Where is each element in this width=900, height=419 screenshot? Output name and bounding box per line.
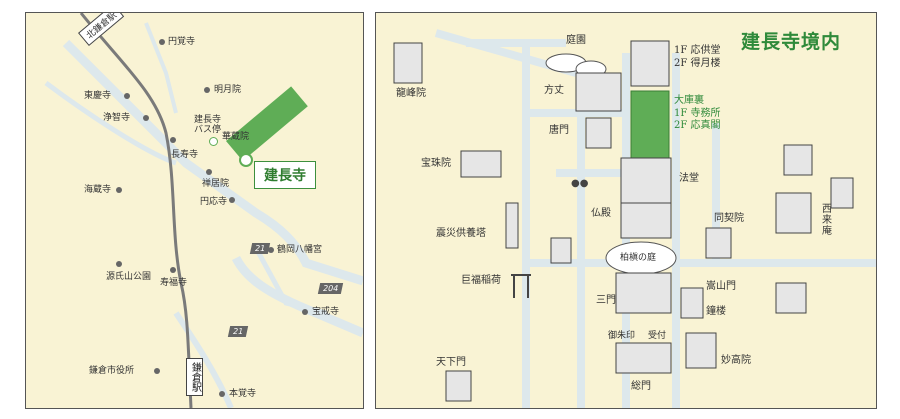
place-dot: [229, 197, 235, 203]
temple-layout-layer: [393, 29, 876, 408]
place-dot: [268, 247, 274, 253]
place-dot: [154, 368, 160, 374]
place-genjiyama: 源氏山公園: [106, 272, 152, 282]
place-dot: [143, 115, 149, 121]
route-204-badge: 204: [317, 283, 344, 294]
label-somon: 総門: [631, 381, 651, 392]
place-tsurugaoka: 鶴岡八幡宮: [277, 245, 323, 255]
label-shoro: 鐘楼: [706, 306, 726, 317]
label-sanmon: 三門: [596, 295, 616, 306]
label-seiraian: 西来庵: [819, 203, 831, 236]
bus-stop-label: 建長寺 バス停: [194, 115, 222, 135]
place-dot: [206, 169, 212, 175]
label-memorial-tower: 震災供養塔: [436, 228, 486, 239]
label-butsuden: 仏殿: [591, 208, 611, 219]
label-daikuri: 大庫裏 1F 寺務所 2F 応真閣: [674, 95, 721, 131]
place-ennoji: 円応寺: [200, 197, 228, 207]
kenchoji-marker-icon: [239, 153, 253, 167]
temple-map-title: 建長寺境内: [741, 31, 842, 53]
place-dot: [219, 391, 225, 397]
place-kezoin: 華蔵院: [222, 132, 250, 142]
place-tokeiji: 東慶寺: [84, 91, 112, 101]
place-dot: [159, 39, 165, 45]
label-garden: 庭園: [566, 35, 586, 46]
place-meigetsuin: 明月院: [214, 85, 242, 95]
label-kobukuro-inari: 巨福稲荷: [461, 275, 501, 286]
bus-stop-icon: [209, 137, 218, 146]
place-jufukuji: 寿福寺: [160, 278, 188, 288]
label-myokoin: 妙高院: [721, 355, 751, 366]
temple-map-panel: 建長寺境内 庭園 龍峰院 方丈 唐門 宝珠院 法堂 仏殿 同契院 西来庵 震災供…: [375, 12, 877, 409]
place-jochiji: 浄智寺: [103, 113, 131, 123]
place-dot: [302, 309, 308, 315]
route-21-badge-lower: 21: [227, 326, 249, 337]
label-goshuin: 御朱印: [608, 331, 636, 341]
label-okyodo: 1F 応供堂 2F 得月楼: [674, 45, 721, 69]
label-karamon: 唐門: [549, 125, 569, 136]
place-dot: [170, 267, 176, 273]
label-byakushin-garden: 柏槇の庭: [620, 253, 657, 263]
place-dot: [170, 137, 176, 143]
label-hojuin: 宝珠院: [421, 158, 451, 169]
label-hatto: 法堂: [679, 173, 699, 184]
place-engakuji: 円覚寺: [168, 37, 196, 47]
place-dot: [116, 261, 122, 267]
kamakura-station-label: 鎌倉駅: [189, 362, 201, 392]
label-ryuhoin: 龍峰院: [396, 88, 426, 99]
place-zenkyoin: 禅居院: [202, 179, 230, 189]
restroom-icon: ●●: [571, 178, 589, 189]
place-dot: [124, 93, 130, 99]
label-dokeiin: 同契院: [714, 213, 744, 224]
place-kaizoji: 海蔵寺: [84, 185, 112, 195]
label-hojo: 方丈: [544, 85, 564, 96]
kamakura-station: 鎌倉駅: [186, 358, 203, 396]
label-reception: 受付: [648, 331, 667, 341]
label-tenkamon: 天下門: [436, 357, 466, 368]
area-roads-layer: [44, 13, 363, 408]
place-dot: [116, 187, 122, 193]
place-city-hall: 鎌倉市役所: [89, 366, 135, 376]
label-suzanmon: 嵩山門: [706, 281, 736, 292]
kenchoji-label: 建長寺: [254, 161, 316, 189]
place-dot: [204, 87, 210, 93]
place-hokaiji: 宝戒寺: [312, 307, 340, 317]
place-hongakuji: 本覚寺: [229, 389, 257, 399]
place-chojuji: 長寿寺: [171, 150, 199, 160]
area-map-panel: 北鎌倉駅 建長寺 建長寺 バス停 21 21 204 鎌倉駅 円覚寺 明月院 東…: [25, 12, 364, 409]
